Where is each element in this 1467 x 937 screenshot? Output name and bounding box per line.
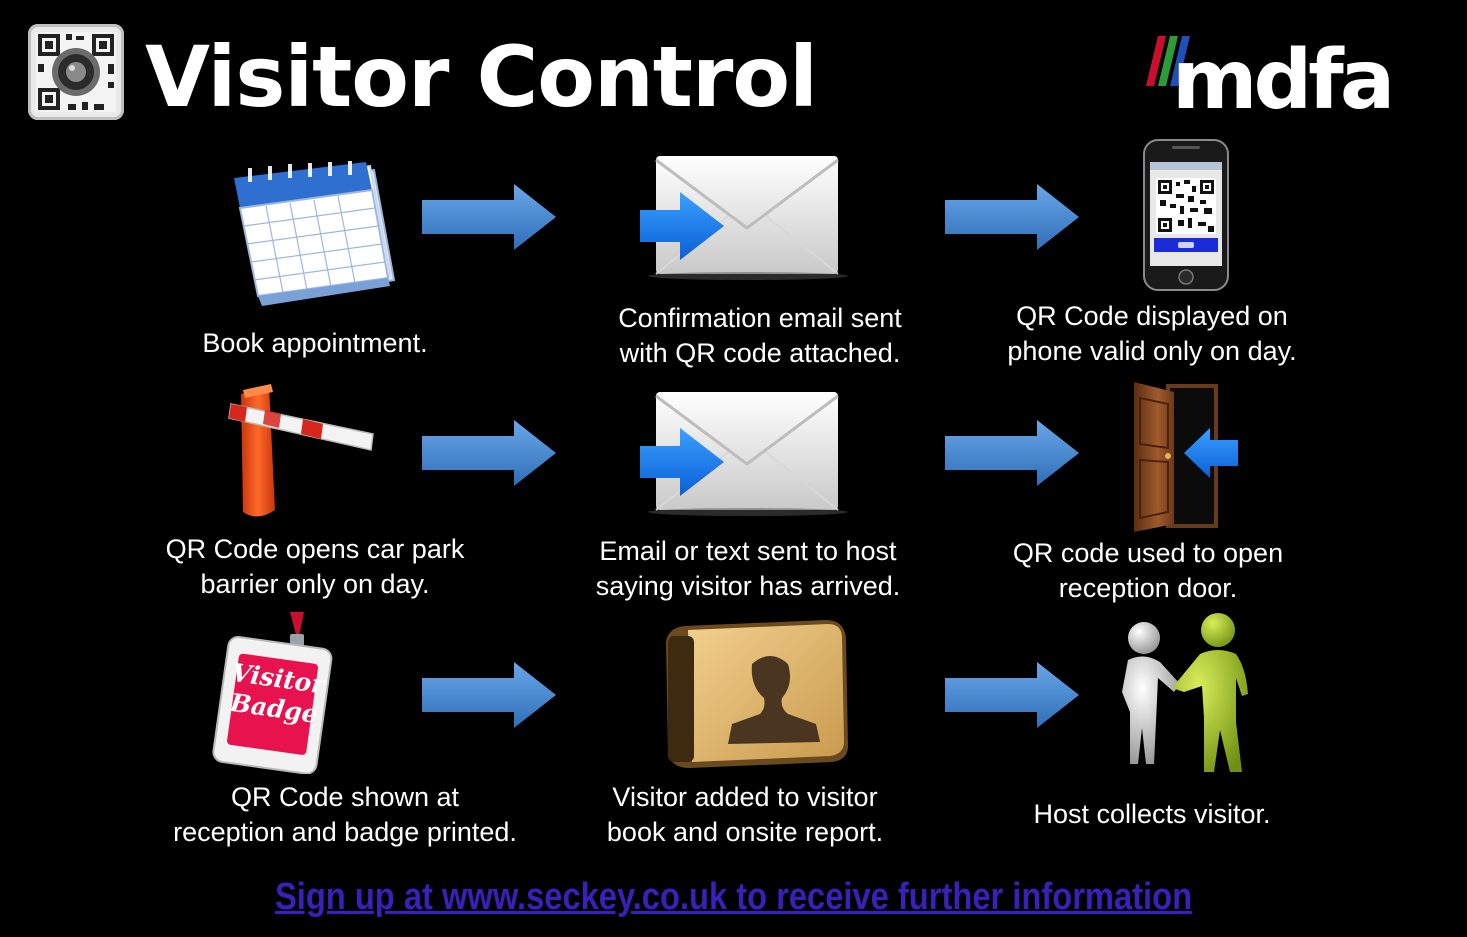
step-caption-visitor-book: Visitor added to visitor book and onsite…	[545, 780, 945, 850]
brand-logo: mdfa	[1172, 33, 1395, 128]
email-envelope-icon	[640, 156, 848, 280]
step-caption-badge: QR Code shown at reception and badge pri…	[145, 780, 545, 850]
caption-line: book and onsite report.	[606, 817, 884, 847]
caption-line: Email or text sent to host	[599, 536, 897, 566]
caption-line: with QR code attached.	[619, 338, 901, 368]
step-caption-host-collect: Host collects visitor.	[952, 797, 1352, 832]
handshake-icon	[1122, 613, 1248, 772]
car-park-barrier-icon	[228, 384, 374, 517]
flow-arrow-icon	[422, 184, 556, 250]
flow-arrow-icon	[945, 184, 1079, 250]
step-caption-book: Book appointment.	[115, 326, 515, 361]
step-caption-host-notify: Email or text sent to host saying visito…	[548, 534, 948, 604]
caption-line: reception and badge printed.	[173, 817, 517, 847]
caption-line: QR code used to open	[1012, 538, 1284, 568]
caption-line: Confirmation email sent	[618, 303, 902, 333]
visitor-badge-icon: Visitor Badge	[206, 612, 334, 774]
page-title: Visitor Control	[145, 28, 818, 126]
caption-line: reception door.	[1058, 573, 1238, 603]
phone-qr-icon	[1143, 139, 1229, 291]
caption-line: QR Code displayed on	[1016, 301, 1288, 331]
flow-arrow-icon	[945, 420, 1079, 486]
step-caption-phone-qr: QR Code displayed on phone valid only on…	[952, 299, 1352, 369]
caption-line: barrier only on day.	[200, 569, 430, 599]
flow-arrow-icon	[422, 420, 556, 486]
caption-line: QR Code opens car park	[165, 534, 465, 564]
step-caption-door: QR code used to open reception door.	[948, 536, 1348, 606]
flow-arrow-icon	[945, 662, 1079, 728]
caption-line: Visitor added to visitor	[612, 782, 878, 812]
step-caption-confirm-email: Confirmation email sent with QR code att…	[560, 301, 960, 371]
step-caption-barrier: QR Code opens car park barrier only on d…	[115, 532, 515, 602]
address-book-icon	[666, 620, 848, 768]
caption-line: Host collects visitor.	[1033, 799, 1271, 829]
caption-line: Book appointment.	[202, 328, 428, 358]
caption-line: QR Code shown at	[230, 782, 460, 812]
qr-camera-logo-icon	[28, 24, 124, 120]
flow-arrow-icon	[422, 662, 556, 728]
brand-stripes-icon	[1146, 36, 1190, 86]
signup-link[interactable]: Sign up at www.seckey.co.uk to receive f…	[274, 876, 1193, 918]
caption-line: saying visitor has arrived.	[595, 571, 901, 601]
caption-line: phone valid only on day.	[1007, 336, 1297, 366]
door-entry-icon	[1134, 382, 1238, 532]
email-envelope-icon	[640, 392, 848, 516]
calendar-icon	[234, 161, 396, 306]
